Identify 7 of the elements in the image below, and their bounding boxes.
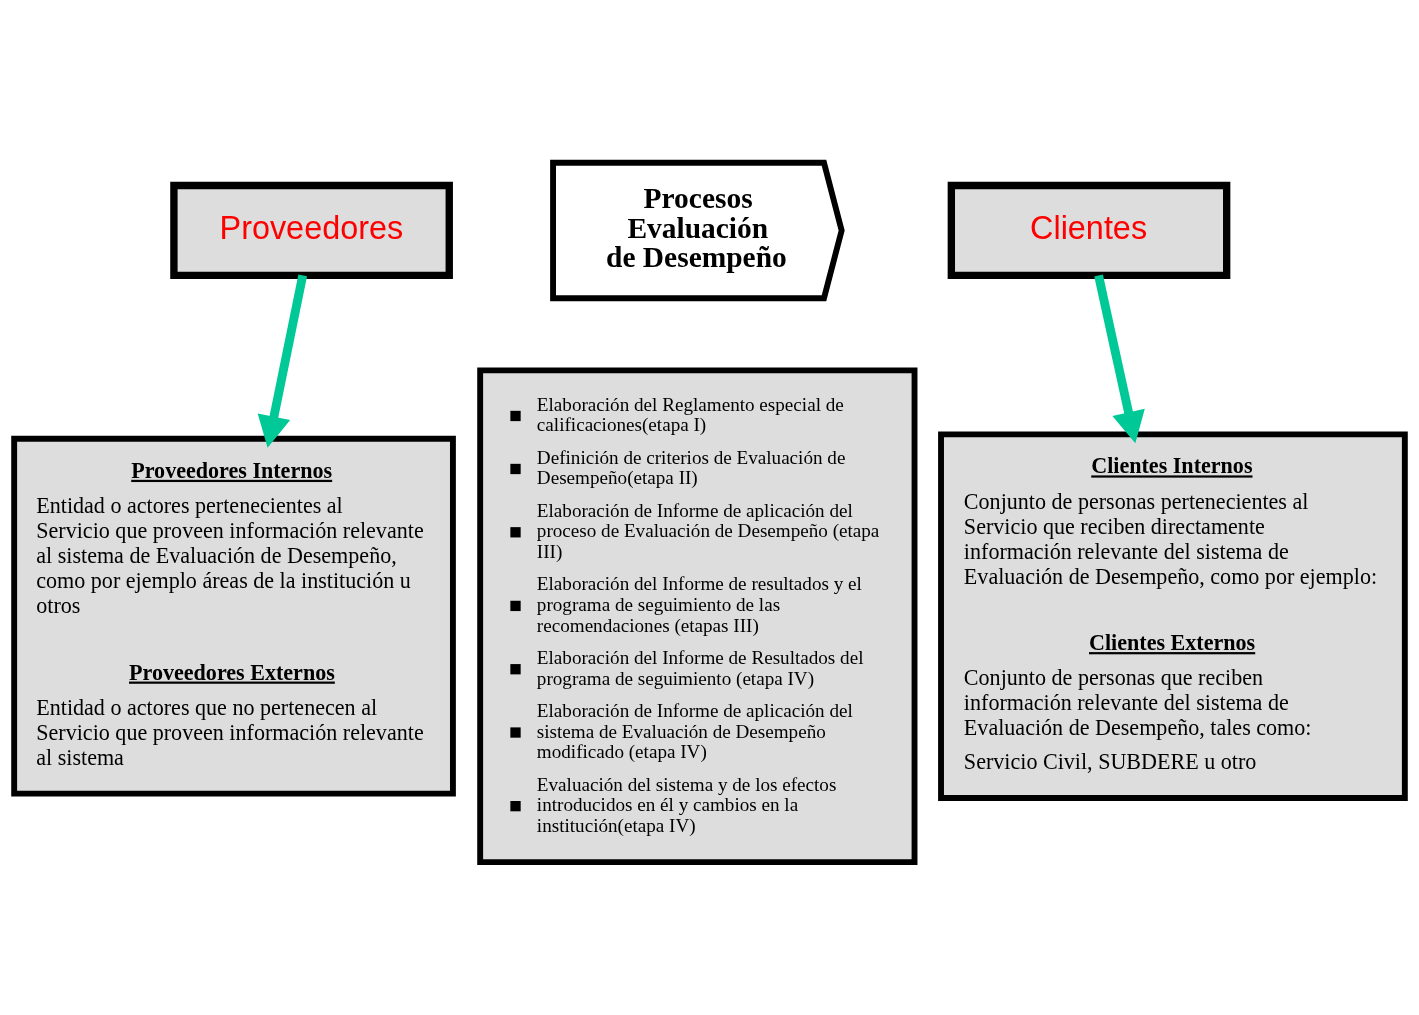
node-box: Clientes — [947, 181, 1231, 279]
node-box: Proveedores Internos Entidad o actores pertenecientes al Servicio que proveen información relevante al sistema de Evaluación de Desempeño, como por ejemplo áreas de la institución u otros Proveedores Externos Entidad o actores que no pertenecen al Servicio que proveen información relevante al sistema — [11, 435, 456, 797]
node-box: Proveedores — [170, 181, 453, 279]
arrow — [257, 274, 308, 448]
node-box: Clientes Internos Conjunto de personas pertenecientes al Servicio que reciben directamente información relevante del sistema de Evaluación de Desempeño, como por ejemplo: Clientes Externos Conjunto de personas que reciben información relevante del sistema de Evaluación de Desempeño, tales como: Servicio Civil, SUBDERE u otro — [938, 430, 1408, 801]
arrow — [1094, 274, 1145, 443]
node-box: Elaboración del Reglamento especial de calificaciones(etapa I) Definición de criterios de Evaluación de Desempeño(etapa II) Elaboración de Informe de aplicación del proceso de Evaluación de Desempeño (etapa III) Elaboración del Informe de resultados y el programa de seguimiento de las recomendaciones (etapas III) Elaboración del Informe de Resultados del programa de seguimiento (etapa IV) Elaboración de Informe de aplicación del sistema de Evaluación de Desempeño modificado (etapa IV) Evaluación del sistema y de los efectos introducidos en él y cambios en la institución(etapa IV) — [477, 366, 918, 865]
